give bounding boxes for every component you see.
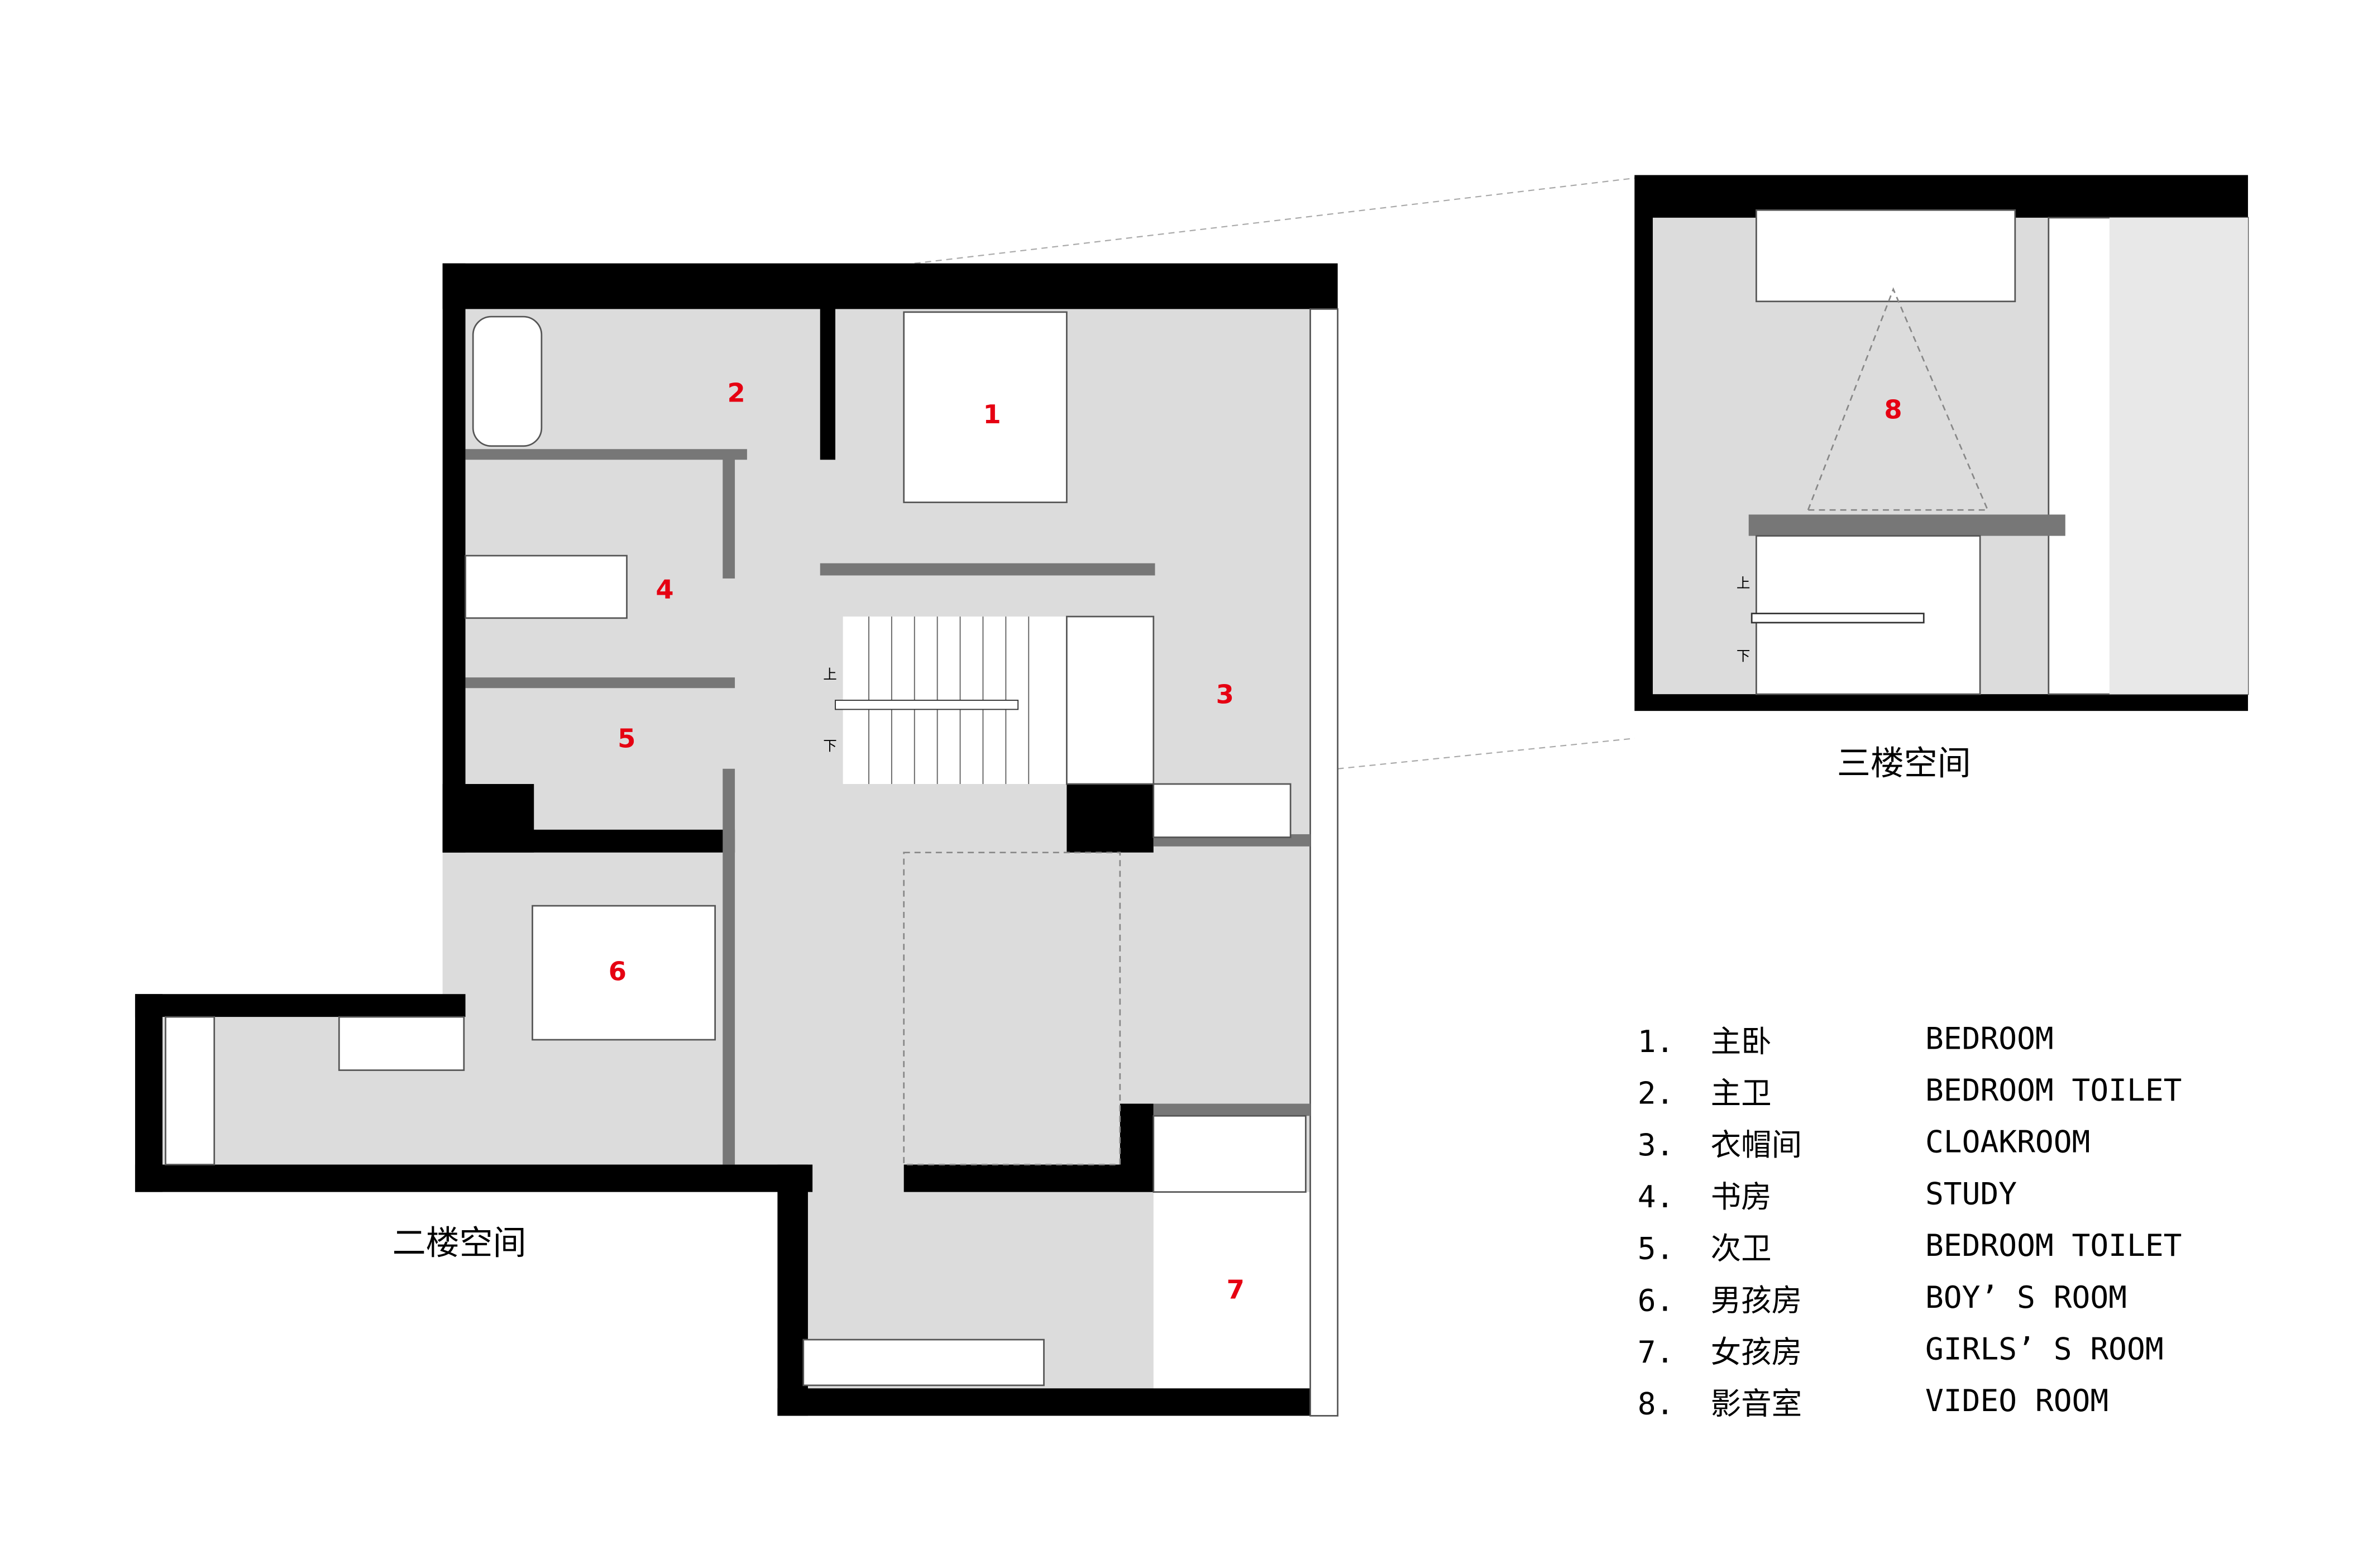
furniture bbox=[165, 311, 1307, 1387]
shelf bbox=[802, 1338, 1045, 1387]
legend-row: 7. 女孩房 GIRLS’ S ROOM bbox=[1638, 1331, 2164, 1370]
svg-text:8.: 8. bbox=[1638, 1386, 1675, 1422]
svg-text:BEDROOM: BEDROOM bbox=[1925, 1020, 2054, 1056]
legend-row: 2. 主卫 BEDROOM TOILET bbox=[1638, 1072, 2182, 1111]
room-number-5: 5 bbox=[618, 724, 635, 754]
room-number-1: 1 bbox=[983, 399, 1001, 429]
projection-cone bbox=[1807, 287, 1989, 511]
partitions bbox=[465, 449, 1311, 1165]
legend-row: 6. 男孩房 BOY’ S ROOM bbox=[1638, 1279, 2127, 1318]
sofa bbox=[1756, 209, 2016, 303]
svg-text:书房: 书房 bbox=[1711, 1179, 1772, 1215]
svg-text:7.: 7. bbox=[1638, 1334, 1675, 1370]
railing bbox=[1748, 514, 2065, 536]
svg-text:3.: 3. bbox=[1638, 1127, 1675, 1163]
bathtub bbox=[472, 315, 543, 447]
svg-text:女孩房: 女孩房 bbox=[1711, 1334, 1802, 1370]
vanity bbox=[1152, 783, 1292, 838]
svg-text:次卫: 次卫 bbox=[1711, 1231, 1772, 1266]
cabinet bbox=[1152, 1115, 1307, 1193]
desk-boy bbox=[338, 1016, 465, 1071]
legend-row: 5. 次卫 BEDROOM TOILET bbox=[1638, 1227, 2182, 1266]
svg-text:BEDROOM TOILET: BEDROOM TOILET bbox=[1925, 1227, 2182, 1263]
stair-treads bbox=[835, 616, 1030, 784]
svg-text:2.: 2. bbox=[1638, 1075, 1675, 1111]
callout-leader-lines bbox=[914, 177, 1635, 769]
svg-text:衣帽间: 衣帽间 bbox=[1711, 1127, 1802, 1163]
svg-text:GIRLS’ S ROOM: GIRLS’ S ROOM bbox=[1925, 1331, 2164, 1367]
second-floor-caption: 二楼空间 bbox=[393, 1223, 527, 1263]
svg-text:主卧: 主卧 bbox=[1711, 1024, 1772, 1059]
legend-row: 8. 影音室 VIDEO ROOM bbox=[1638, 1383, 2108, 1421]
stair-up-label: 上 bbox=[823, 666, 837, 682]
room-number-6: 6 bbox=[609, 957, 626, 987]
svg-text:5.: 5. bbox=[1638, 1231, 1675, 1266]
void-outline bbox=[903, 852, 1121, 1165]
wardrobe bbox=[165, 1016, 216, 1165]
svg-text:6.: 6. bbox=[1638, 1282, 1675, 1318]
svg-text:CLOAKROOM: CLOAKROOM bbox=[1925, 1124, 2090, 1160]
svg-text:4.: 4. bbox=[1638, 1179, 1675, 1215]
girls-room-floor bbox=[1153, 1192, 1311, 1390]
third-floor-plan: 上 下 8 三楼空间 bbox=[1634, 175, 2249, 783]
legend-row: 1. 主卧 BEDROOM bbox=[1638, 1020, 2054, 1059]
bed-master bbox=[903, 311, 1068, 504]
legend-row: 3. 衣帽间 CLOAKROOM bbox=[1638, 1124, 2091, 1163]
walls bbox=[135, 263, 1339, 1417]
study-desk bbox=[465, 554, 628, 619]
svg-text:影音室: 影音室 bbox=[1711, 1386, 1802, 1422]
room-legend: 1. 主卧 BEDROOM 2. 主卫 BEDROOM TOILET 3. 衣帽间 CLOA… bbox=[1638, 1020, 2182, 1421]
second-floor-plan: 上 下 bbox=[135, 263, 1339, 1417]
stair-up-label-3f: 上 bbox=[1737, 575, 1751, 591]
svg-text:男孩房: 男孩房 bbox=[1711, 1282, 1802, 1318]
svg-text:1.: 1. bbox=[1638, 1024, 1675, 1059]
room-number-3: 3 bbox=[1216, 680, 1234, 710]
legend-row: 4. 书房 STUDY bbox=[1638, 1175, 2017, 1214]
stair-down-label-3f: 下 bbox=[1737, 648, 1751, 664]
svg-text:STUDY: STUDY bbox=[1925, 1175, 2017, 1211]
stair-down-label: 下 bbox=[823, 738, 837, 754]
third-floor-caption: 三楼空间 bbox=[1837, 744, 1971, 783]
svg-text:主卫: 主卫 bbox=[1711, 1075, 1772, 1111]
room-number-2: 2 bbox=[727, 378, 745, 408]
room-number-8: 8 bbox=[1884, 395, 1902, 425]
room-number-4: 4 bbox=[656, 574, 673, 604]
bed-boy bbox=[532, 905, 716, 1041]
svg-text:BEDROOM TOILET: BEDROOM TOILET bbox=[1925, 1072, 2182, 1108]
svg-text:VIDEO ROOM: VIDEO ROOM bbox=[1925, 1383, 2108, 1418]
svg-text:BOY’ S ROOM: BOY’ S ROOM bbox=[1925, 1279, 2127, 1315]
floor-area bbox=[135, 263, 1338, 1416]
room-number-7: 7 bbox=[1227, 1274, 1245, 1304]
hatched-void bbox=[2109, 217, 2248, 695]
